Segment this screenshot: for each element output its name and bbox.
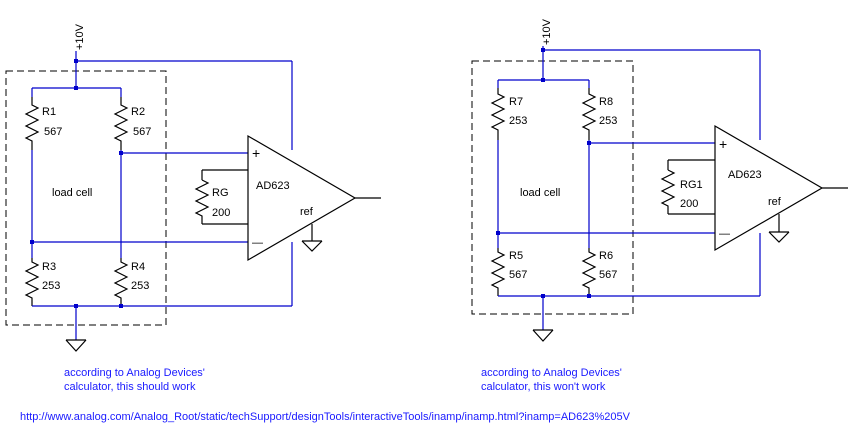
resistor-rg1 [660,169,676,214]
rg-value: 200 [212,207,230,219]
ref-label-left: ref [300,206,314,218]
ref-ground-icon-right [768,231,790,243]
amp-label-right: AD623 [728,169,762,181]
rg-name: RG [212,187,229,199]
r4-value: 253 [131,280,149,292]
supply-label-left: +10V [74,23,86,50]
ground-icon-left [65,339,87,352]
r5-value: 567 [509,269,527,281]
load-cell-label-right: load cell [520,187,560,199]
ground-icon-right [532,329,554,342]
resistor-r1 [24,97,40,150]
r6-name: R6 [599,250,613,262]
r3-value: 253 [42,280,60,292]
ref-label-right: ref [768,196,782,208]
caption-right-line2: calculator, this won't work [481,381,606,393]
r7-name: R7 [509,96,523,108]
resistor-rg [194,179,210,224]
minus-label-right: — [719,228,730,240]
r6-value: 567 [599,269,617,281]
r8-name: R8 [599,96,613,108]
resistor-r2 [113,97,129,150]
r5-name: R5 [509,250,523,262]
left-circuit: +10V R1 567 R2 567 load cell R3 253 [5,23,381,393]
r2-value: 567 [133,126,151,138]
r1-name: R1 [42,106,56,118]
load-cell-box-left [5,70,167,326]
minus-label-left: — [252,237,263,249]
r3-name: R3 [42,261,56,273]
resistor-r6 [581,248,597,296]
plus-label-right: + [719,136,727,152]
load-cell-label-left: load cell [52,187,92,199]
supply-label-right: +10V [541,18,553,45]
source-url-link[interactable]: http://www.analog.com/Analog_Root/static… [20,411,631,423]
r4-name: R4 [131,261,145,273]
rg1-value: 200 [680,198,698,210]
r7-value: 253 [509,115,527,127]
amplifier-triangle-right [714,124,824,252]
r8-value: 253 [599,115,617,127]
caption-right-line1: according to Analog Devices' [481,367,622,379]
resistor-r3 [24,258,40,306]
ref-ground-icon-left [301,240,323,252]
caption-left-line1: according to Analog Devices' [64,367,205,379]
caption-left-line2: calculator, this should work [64,381,196,393]
r2-name: R2 [131,106,145,118]
plus-label-left: + [252,145,260,161]
right-circuit: +10V R7 253 R8 253 load cell R5 567 R6 5… [471,18,848,393]
load-cell-box-right [471,60,634,315]
r1-value: 567 [44,126,62,138]
resistor-r5 [490,248,506,296]
resistor-r7 [490,88,506,140]
amp-label-left: AD623 [256,180,290,192]
resistor-r8 [581,88,597,140]
rg1-name: RG1 [680,179,703,191]
resistor-r4 [113,258,129,306]
amplifier-triangle-left [247,134,357,262]
